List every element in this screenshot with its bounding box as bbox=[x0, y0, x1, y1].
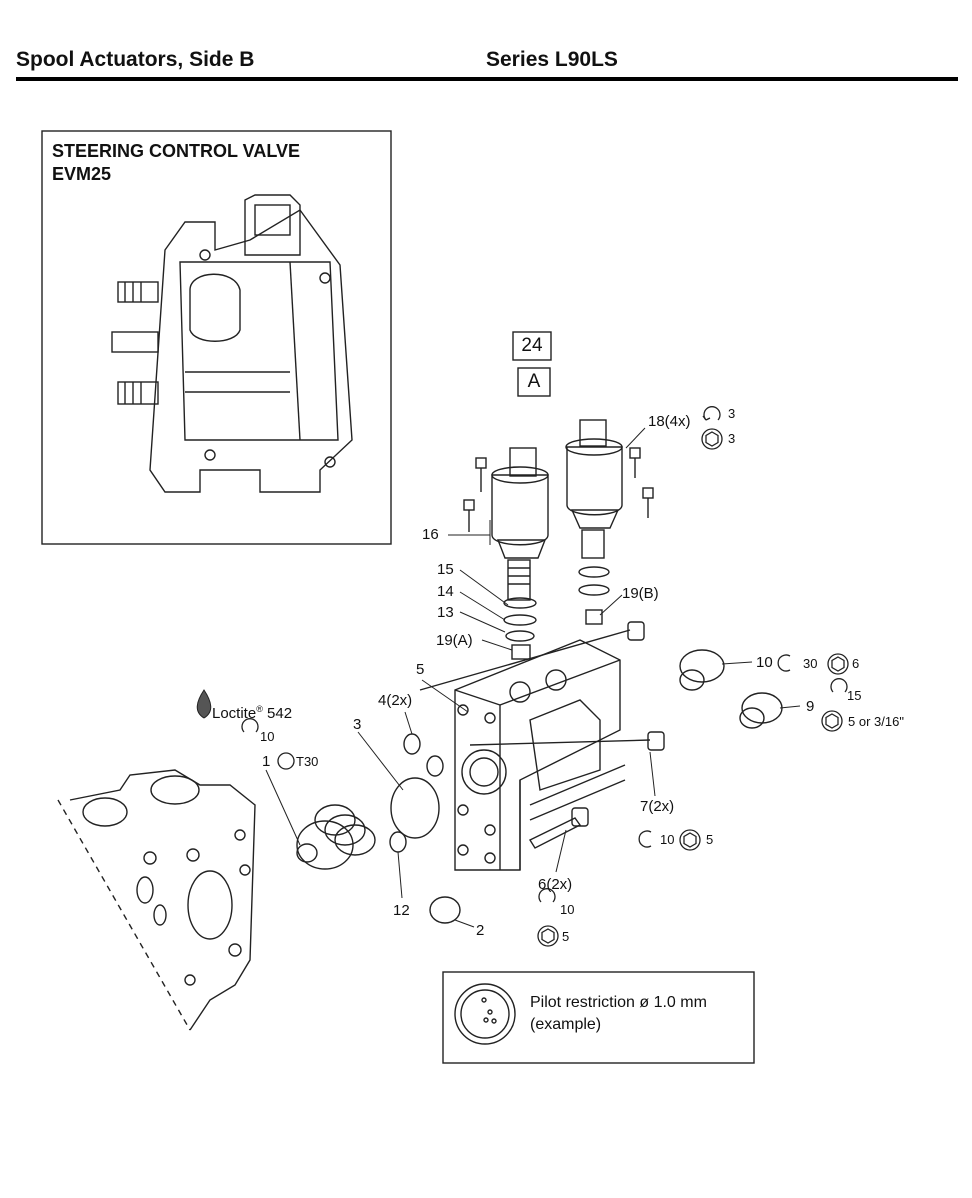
plug-10 bbox=[679, 649, 725, 691]
screws-7 bbox=[419, 621, 665, 751]
o-ring-4b bbox=[426, 755, 444, 777]
view-ref-box bbox=[517, 367, 551, 397]
callout-7-torque: 10 bbox=[660, 832, 675, 847]
callout-6-torque: 10 bbox=[560, 902, 575, 917]
header-rule bbox=[16, 77, 958, 81]
torque-hex-symbols bbox=[241, 406, 849, 947]
figure-ref-box bbox=[512, 331, 552, 361]
callout-13: 13 bbox=[437, 604, 454, 621]
callout-19a: 19(A) bbox=[436, 632, 473, 649]
note-line2: (example) bbox=[530, 1016, 602, 1033]
callout-6-hex: 5 bbox=[562, 929, 570, 944]
callout-3: 3 bbox=[353, 716, 362, 733]
callout-9-hex: 5 or 3/16" bbox=[848, 714, 904, 729]
callout-14: 14 bbox=[437, 583, 454, 600]
inset-title-line2: EVM25 bbox=[52, 164, 112, 184]
o-ring-3 bbox=[390, 777, 440, 839]
callout-1-torque: 10 bbox=[260, 729, 275, 744]
callout-10-hex: 6 bbox=[852, 656, 860, 671]
callout-7-hex: 5 bbox=[706, 832, 714, 847]
view-ref: A bbox=[527, 371, 541, 392]
restriction-plug-icon bbox=[454, 983, 516, 1045]
plug-9 bbox=[739, 692, 783, 729]
o-ring-4a bbox=[403, 733, 421, 755]
callout-18: 18(4x) bbox=[648, 413, 691, 430]
callout-19b: 19(B) bbox=[622, 585, 659, 602]
callout-16: 16 bbox=[422, 526, 439, 543]
screws-18 bbox=[463, 447, 654, 532]
callout-10: 10 bbox=[756, 654, 773, 671]
note-frame bbox=[442, 971, 755, 1064]
callout-9-torque: 15 bbox=[847, 688, 862, 703]
loctite-drop-icon bbox=[196, 689, 212, 719]
solenoid-a bbox=[491, 447, 549, 660]
callout-9: 9 bbox=[806, 698, 815, 715]
spring-spool-1 bbox=[296, 804, 376, 870]
o-ring-12 bbox=[389, 831, 407, 853]
callout-15: 15 bbox=[437, 561, 454, 578]
leader-lines bbox=[265, 427, 801, 928]
steering-valve-illustration bbox=[111, 194, 353, 493]
note-line1: Pilot restriction ø 1.0 mm bbox=[530, 994, 707, 1011]
page-title: Spool Actuators, Side B bbox=[16, 48, 255, 71]
callout-7: 7(2x) bbox=[640, 798, 675, 815]
callout-12: 12 bbox=[393, 902, 410, 919]
cap-2 bbox=[429, 896, 461, 924]
callout-1-tool: T30 bbox=[296, 754, 319, 769]
callout-18-hex: 3 bbox=[728, 431, 736, 446]
loctite-label: Loctite® 542 bbox=[212, 704, 293, 722]
solenoid-b bbox=[565, 419, 623, 625]
figure-ref: 24 bbox=[521, 335, 543, 356]
callout-1: 1 bbox=[262, 753, 271, 770]
callout-2: 2 bbox=[476, 922, 485, 939]
inset-title-line1: STEERING CONTROL VALVE bbox=[52, 141, 301, 161]
housing-plate bbox=[454, 639, 626, 871]
callout-6: 6(2x) bbox=[538, 876, 573, 893]
screw-6 bbox=[528, 807, 589, 849]
valve-body-section bbox=[57, 769, 256, 1031]
series-title: Series L90LS bbox=[486, 48, 618, 71]
callout-5: 5 bbox=[416, 661, 425, 678]
inset-frame bbox=[41, 130, 392, 545]
callout-18-torque: 3 bbox=[728, 406, 736, 421]
callout-4: 4(2x) bbox=[378, 692, 413, 709]
callout-10-torque: 30 bbox=[803, 656, 818, 671]
